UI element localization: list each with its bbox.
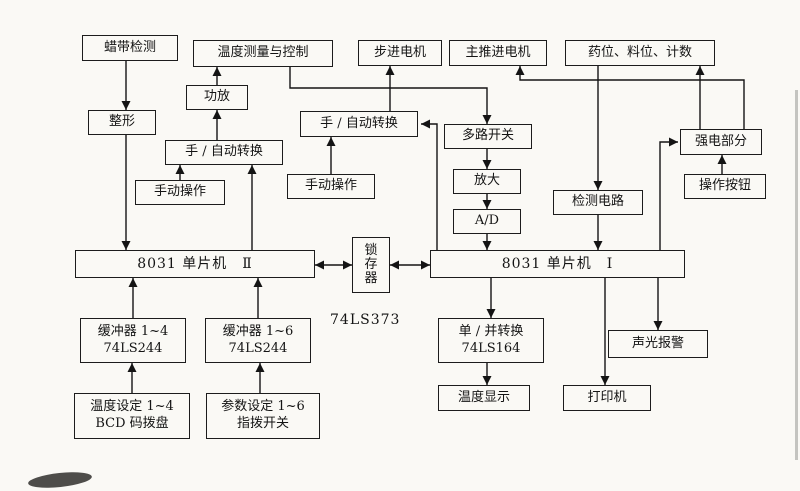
node-power-amplifier: 功放 [186, 85, 248, 110]
node-multiplexer: 多路开关 [444, 124, 532, 149]
node-printer: 打印机 [563, 385, 651, 411]
node-manual-operation-left: 手动操作 [135, 180, 225, 205]
node-manual-auto-switch-left: 手 / 自动转换 [165, 140, 283, 165]
node-detect-circuit: 检测电路 [553, 190, 643, 215]
node-latch: 锁 存 器 [352, 237, 390, 293]
node-operation-buttons: 操作按钮 [684, 174, 766, 199]
node-main-drive-motor: 主推进电机 [449, 40, 547, 66]
node-wave-shaping: 整形 [88, 110, 156, 135]
node-wax-band-detect: 蜡带检测 [82, 35, 178, 61]
node-level-count-sensors: 药位、料位、计数 [565, 40, 715, 66]
node-amplifier: 放大 [453, 169, 521, 194]
node-mcu-8031-ii: 8031 单片机 Ⅱ [75, 250, 315, 278]
node-temp-measure-control: 温度测量与控制 [193, 40, 333, 67]
edge-mcu1-to-switch-right [421, 119, 438, 250]
node-ad-converter: A/D [453, 209, 521, 234]
edge-temp-ctrl-to-mux [289, 67, 492, 124]
node-temp-display: 温度显示 [438, 385, 530, 411]
node-temp-setting-bcd-dials: 温度设定 1~4 BCD 码拨盘 [74, 393, 190, 439]
node-manual-operation-right: 手动操作 [287, 174, 375, 199]
edge-power-to-main-motor [515, 66, 745, 129]
node-buffer-1-6: 缓冲器 1~6 74LS244 [205, 318, 311, 363]
node-power-section: 强电部分 [680, 129, 762, 155]
node-sound-light-alarm: 声光报警 [608, 330, 708, 358]
node-serial-parallel-converter: 单 / 并转换 74LS164 [438, 318, 544, 363]
node-manual-auto-switch-right: 手 / 自动转换 [300, 111, 418, 137]
node-stepper-motor: 步进电机 [358, 40, 442, 66]
latch-chip-label: 74LS373 [330, 312, 401, 328]
node-buffer-1-4: 缓冲器 1~4 74LS244 [80, 318, 186, 363]
edge-mcu1-to-power [659, 137, 678, 250]
node-param-setting-dip-switch: 参数设定 1~6 指拨开关 [206, 393, 320, 439]
node-mcu-8031-i: 8031 单片机 Ⅰ [430, 250, 685, 278]
